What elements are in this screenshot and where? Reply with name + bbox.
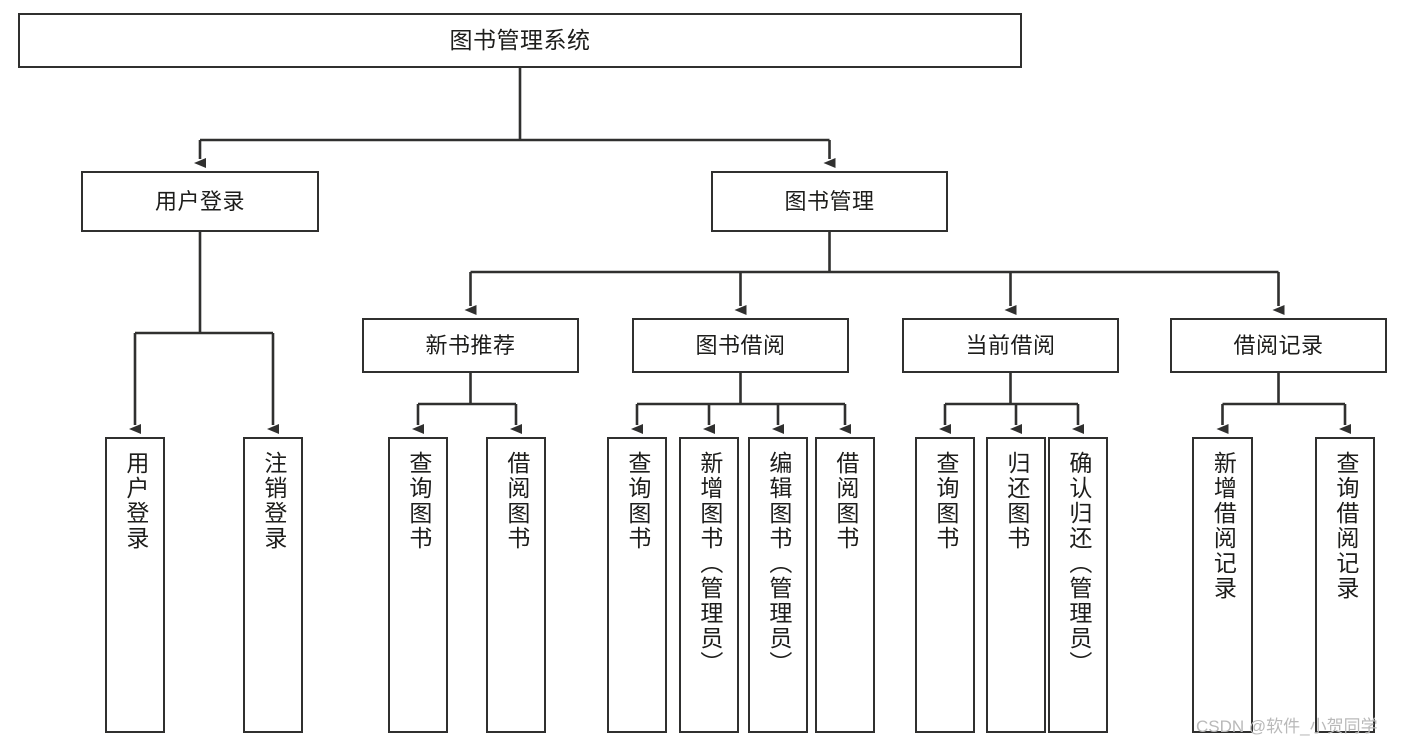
node-label-leaf-confirm-return: 确认归还（管理员） [1065, 451, 1092, 676]
node-label-leaf-user-login: 用户登录 [122, 451, 149, 551]
node-label-leaf-add-book: 新增图书（管理员） [696, 451, 723, 676]
node-leaf-return-book[interactable]: 归还图书 [986, 437, 1046, 733]
node-leaf-query-book-rec[interactable]: 查询图书 [388, 437, 448, 733]
node-label-leaf-query-book-cur: 查询图书 [932, 451, 959, 551]
node-book-borrow[interactable]: 图书借阅 [632, 318, 849, 373]
node-leaf-add-record[interactable]: 新增借阅记录 [1192, 437, 1253, 733]
node-label-leaf-logout: 注销登录 [260, 451, 287, 551]
node-leaf-borrow-book[interactable]: 借阅图书 [815, 437, 875, 733]
node-leaf-confirm-return[interactable]: 确认归还（管理员） [1048, 437, 1108, 733]
node-label-leaf-query-book-rec: 查询图书 [405, 451, 432, 551]
node-leaf-query-book-cur[interactable]: 查询图书 [915, 437, 975, 733]
node-label-root: 图书管理系统 [449, 27, 591, 54]
node-borrow-record[interactable]: 借阅记录 [1170, 318, 1387, 373]
node-label-user-login: 用户登录 [154, 188, 245, 214]
node-label-leaf-query-book-borrow: 查询图书 [624, 451, 651, 551]
node-label-book-manage: 图书管理 [784, 188, 875, 214]
node-leaf-borrow-book-rec[interactable]: 借阅图书 [486, 437, 546, 733]
node-label-borrow-record: 借阅记录 [1233, 332, 1324, 358]
node-label-new-book-rec: 新书推荐 [425, 332, 516, 358]
node-label-leaf-borrow-book-rec: 借阅图书 [503, 451, 530, 551]
node-leaf-query-record[interactable]: 查询借阅记录 [1315, 437, 1375, 733]
node-leaf-user-login[interactable]: 用户登录 [105, 437, 165, 733]
node-label-leaf-edit-book: 编辑图书（管理员） [765, 451, 792, 676]
node-label-leaf-borrow-book: 借阅图书 [832, 451, 859, 551]
node-root[interactable]: 图书管理系统 [18, 13, 1022, 68]
node-user-login[interactable]: 用户登录 [81, 171, 319, 232]
node-new-book-rec[interactable]: 新书推荐 [362, 318, 579, 373]
node-leaf-logout[interactable]: 注销登录 [243, 437, 303, 733]
node-leaf-edit-book[interactable]: 编辑图书（管理员） [748, 437, 808, 733]
csdn-watermark: CSDN @软件_小贺同学 [1196, 717, 1378, 736]
node-leaf-add-book[interactable]: 新增图书（管理员） [679, 437, 739, 733]
node-label-current-borrow: 当前借阅 [965, 332, 1056, 358]
node-label-leaf-add-record: 新增借阅记录 [1210, 451, 1237, 601]
node-label-leaf-query-record: 查询借阅记录 [1332, 451, 1359, 601]
node-book-manage[interactable]: 图书管理 [711, 171, 948, 232]
node-label-book-borrow: 图书借阅 [695, 332, 786, 358]
node-current-borrow[interactable]: 当前借阅 [902, 318, 1119, 373]
node-label-leaf-return-book: 归还图书 [1003, 451, 1030, 551]
node-leaf-query-book-borrow[interactable]: 查询图书 [607, 437, 667, 733]
